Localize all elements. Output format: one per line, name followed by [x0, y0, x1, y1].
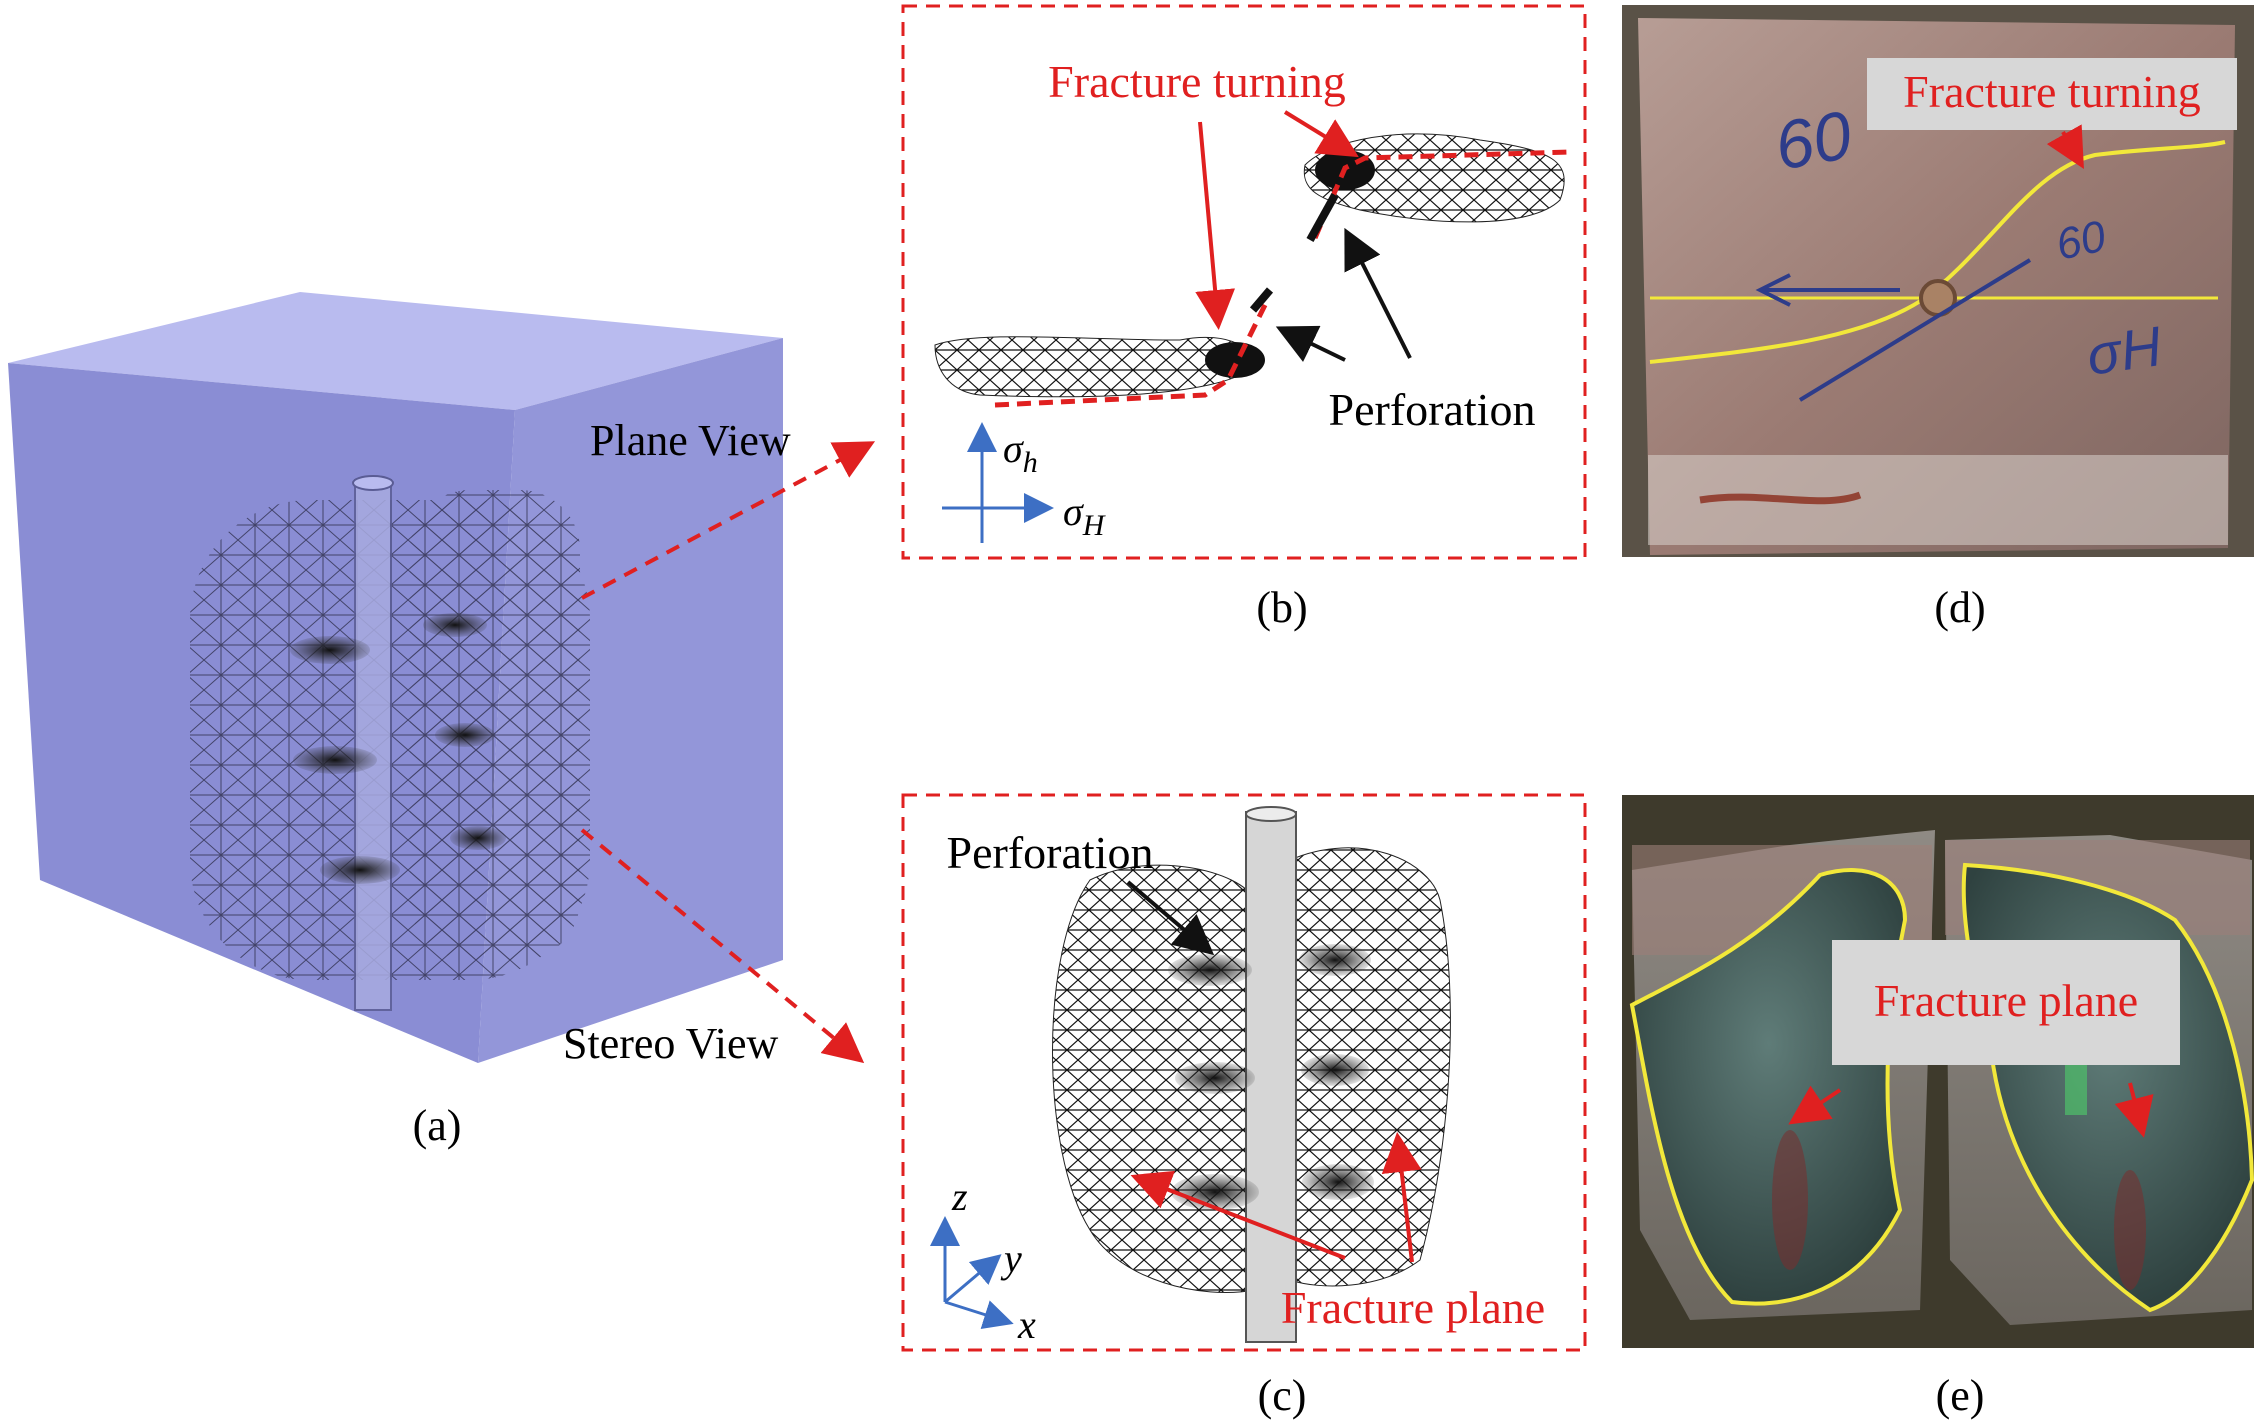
- fracture-plane-arrow-e1: [1788, 1085, 1842, 1125]
- axis-y: [944, 1254, 1002, 1304]
- axis-sigma-h-label: σh: [1003, 426, 1038, 479]
- plane-view-label: Plane View: [590, 416, 791, 465]
- panel-c-dashed-frame: [901, 793, 1587, 1352]
- photo-mark-sigma-H: σH: [2083, 314, 2166, 387]
- stereo-view-arrow: [580, 828, 865, 1064]
- fracture-mesh-b-left: [934, 336, 1253, 398]
- wellbore-a: [354, 479, 392, 1011]
- perforation-fractures-a: [290, 613, 506, 884]
- axis-x-label: x: [1017, 1302, 1036, 1347]
- caption-a: (a): [413, 1101, 462, 1150]
- fracture-turning-arrow-b2: [1283, 110, 1359, 158]
- stereo-view-label: Stereo View: [563, 1019, 778, 1068]
- fracture-plane-tag-e: [1832, 940, 2180, 1065]
- fracture-turning-label-b: Fracture turning: [1048, 56, 1346, 107]
- fracture-path-right: [1312, 149, 1571, 239]
- photo-mark-60-top: 60: [1769, 97, 1857, 185]
- fracture-plane-label-e: Fracture plane: [1874, 975, 2138, 1026]
- caption-b: (b): [1256, 583, 1307, 632]
- caption-d: (d): [1934, 583, 1985, 632]
- axis-z-label: z: [951, 1174, 968, 1219]
- panel-b-dashed-frame: [901, 4, 1587, 560]
- caption-c: (c): [1258, 1371, 1307, 1420]
- panel-c: Perforation Fracture plane z y x (c): [901, 793, 1587, 1420]
- axis-x: [944, 1300, 1014, 1330]
- fracture-path-left: [994, 303, 1268, 408]
- perforation-label-b: Perforation: [1329, 384, 1536, 435]
- fracture-plane-arrow-c2: [1381, 1132, 1422, 1263]
- fracture-trace-d: [1649, 140, 2226, 364]
- perforation-label-c: Perforation: [947, 827, 1154, 878]
- wellbore-top-a: [352, 475, 394, 491]
- fracture-plane-arrow-c1: [1130, 1170, 1346, 1260]
- cube-top-face: [8, 292, 783, 410]
- axis-y-label: y: [1000, 1236, 1022, 1281]
- fracture-plane-arrow-e2: [2114, 1082, 2154, 1138]
- perforation-arrow-b1: [1275, 325, 1346, 362]
- panel-e: Fracture plane (e): [1622, 795, 2255, 1420]
- fracture-plane-label-c: Fracture plane: [1281, 1282, 1545, 1333]
- wellbore-top-c: [1245, 806, 1297, 822]
- fracture-turning-tag-d: [1867, 58, 2237, 130]
- panel-b: Fracture turning Perforation σh σH (b): [901, 4, 1587, 632]
- fracture-turning-label-d: Fracture turning: [1903, 66, 2201, 117]
- panel-a: Plane View Stereo View (a): [8, 292, 876, 1150]
- perforation-arrow-c: [1126, 880, 1215, 956]
- fracture-turning-arrow-b1: [1195, 121, 1236, 330]
- fracture-turning-arrow-d: [2046, 124, 2084, 169]
- plane-view-arrow: [581, 441, 876, 600]
- caption-e: (e): [1936, 1371, 1985, 1420]
- photo-mark-60-right: 60: [2052, 212, 2111, 270]
- panel-d: 60 60 σH Fracture turning (d): [1622, 5, 2254, 632]
- perforation-arrow-b2: [1344, 227, 1412, 359]
- axis-sigma-H-label: σH: [1063, 489, 1107, 542]
